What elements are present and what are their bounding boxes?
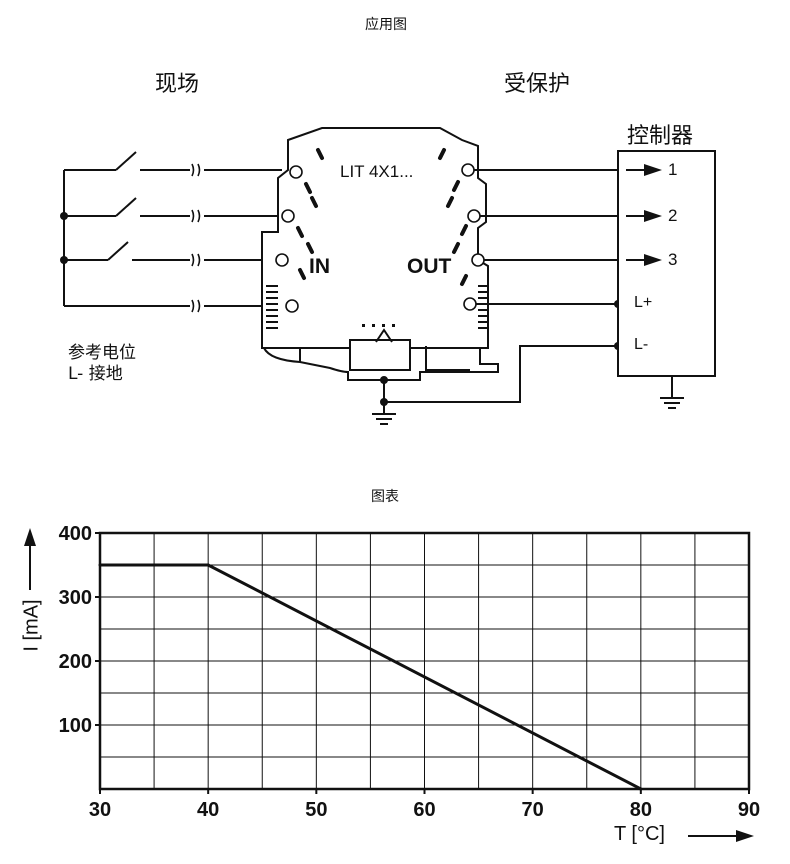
- x-tick-label: 60: [413, 799, 435, 821]
- in-label: IN: [309, 255, 330, 278]
- controller-arrows: [626, 169, 646, 261]
- chart-ticks: 30 40 50 60 70 80 90 100 200 300 400: [59, 523, 761, 821]
- module-name: LIT 4X1...: [340, 162, 414, 181]
- module-housing: [261, 127, 489, 371]
- lminus-line: [383, 345, 618, 403]
- module-terminals: [275, 163, 485, 313]
- y-tick-label: 300: [59, 587, 92, 609]
- x-tick-label: 70: [522, 799, 544, 821]
- controller-input-1: 1: [668, 160, 678, 179]
- y-tick-label: 100: [59, 715, 92, 737]
- ground-terminal: [375, 328, 393, 343]
- controller-input-2: 2: [668, 206, 678, 225]
- series-point: [98, 563, 102, 567]
- reference-label-line2: L- 接地: [68, 364, 123, 384]
- module-slots: [296, 148, 468, 286]
- x-axis-arrow: [688, 830, 754, 842]
- line-break-marks: [191, 163, 201, 313]
- protected-label: 受保护: [504, 72, 571, 97]
- x-tick-label: 40: [197, 799, 219, 821]
- junction-dot: [60, 212, 68, 220]
- controller-input-3: 3: [668, 250, 678, 269]
- controller-label: 控制器: [627, 124, 694, 149]
- x-tick-label: 90: [738, 799, 760, 821]
- y-axis-arrow: [24, 528, 36, 590]
- application-section-title: 应用图: [365, 17, 407, 33]
- controller-box: [617, 150, 716, 377]
- x-tick-label: 80: [630, 799, 652, 821]
- y-tick-label: 200: [59, 651, 92, 673]
- x-tick-label: 30: [89, 799, 111, 821]
- y-tick-label: 400: [59, 523, 92, 545]
- controller-ground: [660, 376, 684, 409]
- chart-section-title: 图表: [371, 489, 399, 505]
- junction-dot: [380, 398, 388, 406]
- series-point: [206, 563, 210, 567]
- field-label: 现场: [155, 72, 200, 97]
- controller-lminus: L-: [634, 336, 649, 353]
- junction-dot: [60, 256, 68, 264]
- out-label: OUT: [407, 255, 452, 278]
- field-switch-line-2: [64, 197, 282, 217]
- chart-grid: [100, 533, 749, 789]
- x-axis-label: T [°C]: [614, 823, 665, 845]
- controller-arrowheads: [644, 164, 662, 266]
- module-leds: [362, 324, 395, 327]
- module-hatching: [266, 285, 488, 329]
- din-rail-foot: [263, 346, 499, 381]
- controller-lplus: L+: [634, 294, 653, 311]
- y-axis-label: I [mA]: [20, 599, 43, 652]
- junction-dot: [380, 376, 388, 384]
- reference-label-line1: 参考电位: [68, 343, 136, 363]
- field-switch-line-1: [64, 151, 282, 171]
- x-tick-label: 50: [305, 799, 327, 821]
